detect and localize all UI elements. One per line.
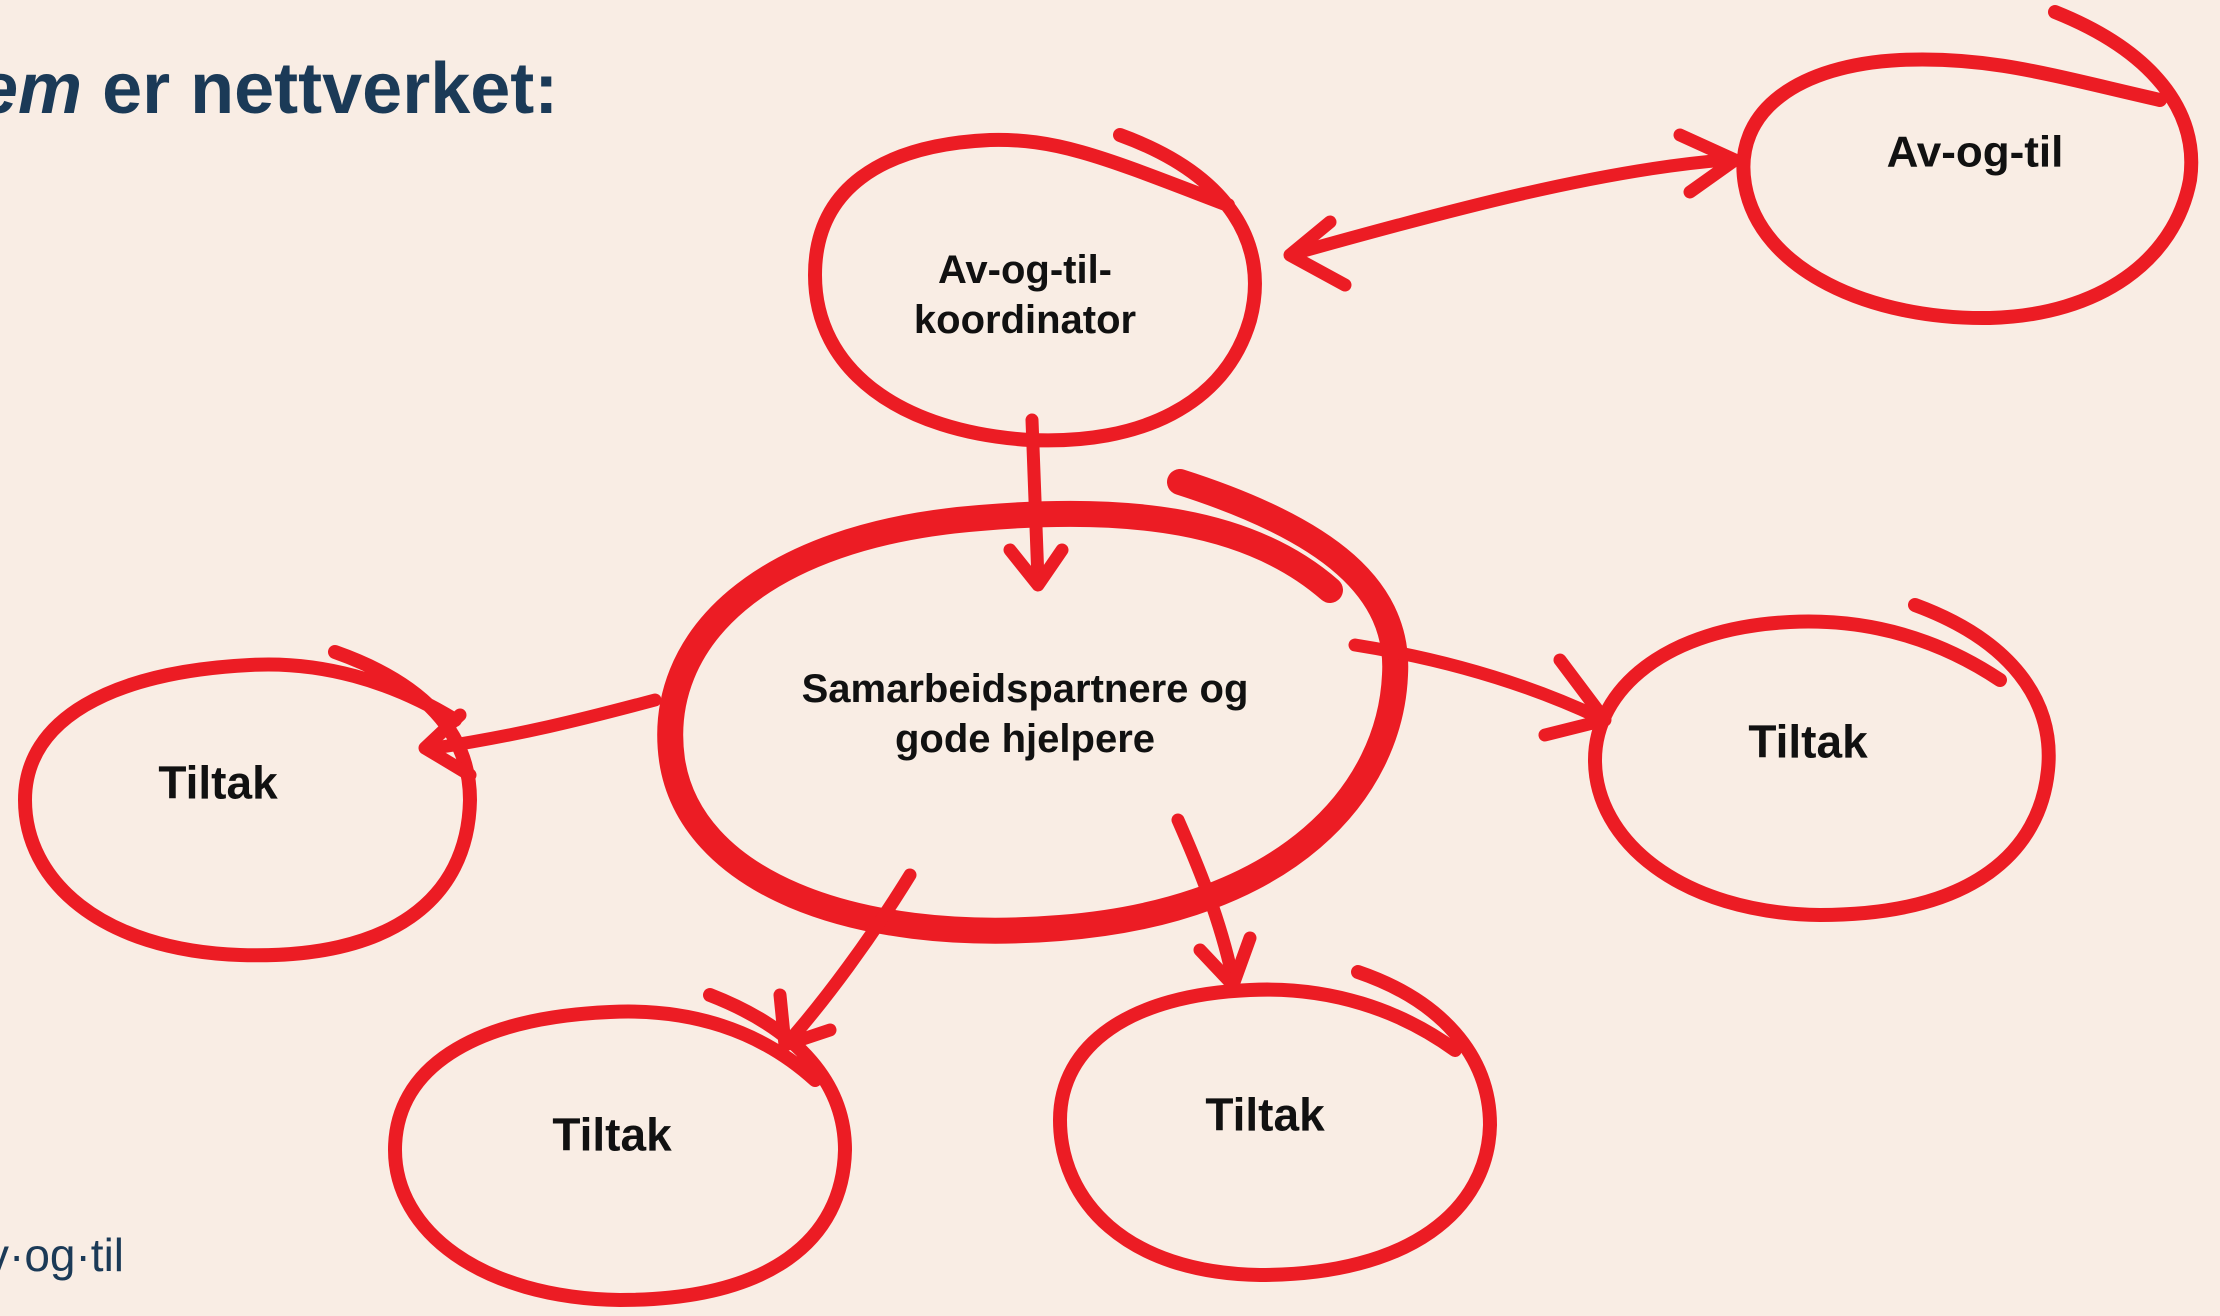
footer-logo: v·og·til bbox=[0, 1229, 125, 1281]
tiltak-right-ring bbox=[1588, 598, 2056, 922]
external-label: Av-og-til bbox=[1886, 127, 2064, 177]
arrow-head-to-center bbox=[1003, 543, 1069, 592]
tiltak-left-ring bbox=[18, 645, 477, 963]
coordinator-label: Av-og-til- koordinator bbox=[914, 245, 1136, 345]
center-label-line2: gode hjelpere bbox=[894, 717, 1156, 761]
tiltak-bottom-right-ring bbox=[1053, 965, 1497, 1282]
arrow-head-to-tiltak-left bbox=[418, 708, 477, 782]
arrow-coordinator-external bbox=[1293, 153, 1732, 259]
coordinator-label-line1: Av-og-til- bbox=[937, 248, 1113, 292]
center-label: Samarbeidspartnere og gode hjelpere bbox=[802, 664, 1249, 764]
arrow-head-to-tiltak-bottom-left bbox=[773, 988, 837, 1052]
center-label-line1: Samarbeidspartnere og bbox=[801, 667, 1249, 711]
center-ring bbox=[657, 469, 1409, 944]
tiltak-bottom-left-ring bbox=[388, 988, 852, 1307]
tiltak-bottom-left-label: Tiltak bbox=[552, 1108, 672, 1161]
coordinator-label-line2: koordinator bbox=[913, 298, 1137, 342]
arrow-head-to-external bbox=[1673, 128, 1742, 199]
arrow-head-to-coordinator bbox=[1283, 215, 1352, 292]
arrow-head-to-tiltak-bottom-right bbox=[1193, 931, 1257, 992]
arrow-center-tiltak-left bbox=[428, 693, 662, 755]
arrow-center-tiltak-bottom-right bbox=[1171, 813, 1239, 982]
external-ring bbox=[1736, 5, 2199, 326]
tiltak-right-label: Tiltak bbox=[1748, 715, 1868, 768]
title-rest: er nettverket: bbox=[82, 49, 559, 129]
coordinator-ring bbox=[808, 128, 1262, 448]
arrow-coordinator-center bbox=[1025, 413, 1045, 587]
page-title: em er nettverket: bbox=[0, 48, 558, 130]
arrow-center-tiltak-bottom-left bbox=[783, 868, 917, 1047]
arrow-center-tiltak-right bbox=[1348, 638, 1607, 725]
title-emphasis: em bbox=[0, 49, 83, 129]
tiltak-left-label: Tiltak bbox=[158, 756, 278, 809]
arrow-head-to-tiltak-right bbox=[1538, 653, 1612, 742]
tiltak-bottom-right-label: Tiltak bbox=[1205, 1088, 1325, 1141]
